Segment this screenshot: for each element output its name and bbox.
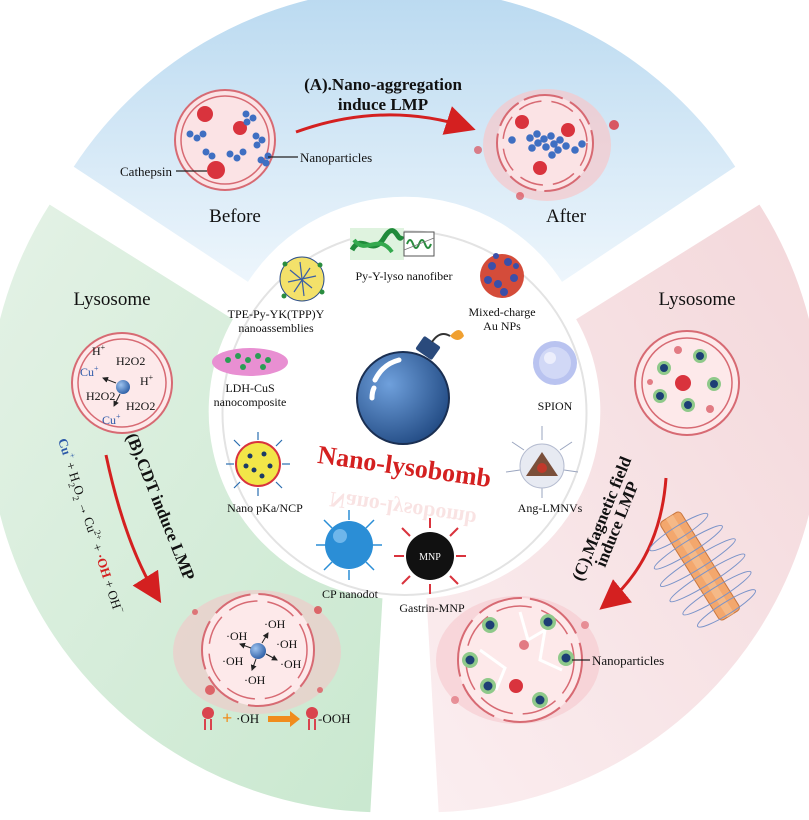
oh-radical-4: ·OH [280,657,302,671]
lysosome-cdt-inset [71,332,173,434]
nanoparticles-label-c: Nanoparticles [592,653,664,668]
ang-label: Ang-LMNVs [518,501,583,515]
cu-nanoparticle [116,380,130,394]
au-nanoparticle-icon [480,253,524,298]
section-a-heading-1: (A).Nano-aggregation [304,75,462,94]
arrow-before-after [295,106,476,135]
pka-label: Nano pKa/NCP [227,501,303,515]
oh-radical-6: ·OH [276,637,298,651]
cp-nanodot-icon [316,510,382,580]
tpe-label-1: TPE-Py-YK(TPP)Y [228,307,325,321]
arrow-cdt [104,454,162,604]
inset-h2o2-3: H2O2 [126,399,155,413]
mnp-logo-text: MNP [419,552,441,563]
ldh-cus-icon [212,348,288,376]
oh-radical-3: ·OH [222,654,244,668]
magnet-icon [649,511,757,628]
au-label-1: Mixed-charge [468,305,535,319]
au-label-2: Au NPs [483,319,521,333]
oh-radical-2: ·OH [264,617,286,631]
lysosome-cdt-ruptured [173,590,341,714]
after-label: After [546,206,587,227]
tpe-nanoassembly-icon [279,256,325,302]
lysosome-after [474,89,619,201]
arrow-magnetic [599,477,668,610]
spion-label: SPION [538,399,573,413]
tpe-label-2: nanoassemblies [238,321,314,335]
reaction-plus: + [222,708,232,728]
lysosome-before [174,89,276,191]
reaction-arrow [268,711,300,727]
oh-radical-1: ·OH [226,629,248,643]
lysosome-magnetic [634,330,740,436]
nano-pka-icon [226,432,290,496]
reaction-oh: ·OH [236,711,259,726]
oh-radical-5: ·OH [244,673,266,687]
before-label: Before [209,206,261,227]
spion-icon [533,341,577,385]
nanofiber-label: Py-Y-lyso nanofiber [356,269,453,283]
section-a-background [66,0,743,289]
inset-h-1: H+ [92,343,106,358]
ldh-label-1: LDH-CuS [225,381,274,395]
ang-lmnvs-icon [505,426,579,498]
cathepsin-label: Cathepsin [120,164,172,179]
reaction-product: -OOH [318,711,351,726]
lysosome-label-b: Lysosome [73,289,150,310]
ldh-label-2: nanocomposite [214,395,287,409]
inset-h-2: H+ [140,373,154,388]
section-a: (A).Nano-aggregation induce LMP Cathepsi… [120,75,619,227]
inset-cu-2: Cu+ [102,412,121,427]
inset-h2o2-1: H2O2 [116,354,145,368]
nanoparticles-label-a: Nanoparticles [300,150,372,165]
gastrin-mnp-icon: MNP [394,518,466,594]
inset-h2o2-2: H2O2 [86,389,115,403]
lipid-reaction [202,707,318,730]
gastrin-label: Gastrin-MNP [399,601,465,615]
cp-label: CP nanodot [322,587,379,601]
lysosome-magnetic-ruptured [436,596,600,724]
nanofiber-icon [349,228,435,260]
inset-cu-1: Cu+ [80,364,99,379]
bomb-icon [356,330,464,445]
lysosome-label-c: Lysosome [658,289,735,310]
section-a-heading-2: induce LMP [338,95,428,114]
